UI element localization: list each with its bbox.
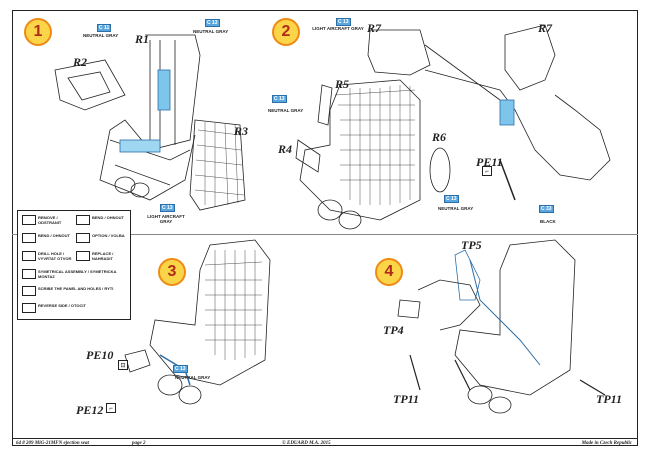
reverse-side-icon — [22, 303, 36, 313]
color-code-badge: C 33 — [539, 205, 554, 213]
part-pe11: PE11 — [476, 155, 503, 169]
part-r4: R4 — [278, 142, 293, 156]
remove-icon — [22, 215, 36, 225]
option-icon — [76, 233, 90, 243]
part-pe10: PE10 — [86, 348, 114, 362]
part-r3: R3 — [234, 124, 249, 138]
part-tp5: TP5 — [461, 238, 482, 252]
legend-symmetrical: SYMETRICAL ASSEMBLY / SYMETRICKA MONTAZ — [38, 269, 117, 279]
color-label: NEUTRAL GRAY — [175, 375, 211, 380]
color-label: NEUTRAL GRAY — [438, 206, 474, 211]
legend-reverse-side: REVERSE SIDE / OTOCIT — [38, 303, 86, 308]
bend-icon: ⌐ — [106, 403, 116, 413]
legend-drill-hole: DRILL HOLE / VYVRTAT OTVOR — [38, 251, 72, 261]
color-label: NEUTRAL GRAY — [83, 33, 119, 38]
step-1-marker: 1 — [24, 18, 52, 46]
color-label: LIGHT AIRCRAFT GRAY — [147, 214, 185, 224]
legend-remove: REMOVE / ODSTRANIT — [38, 215, 62, 225]
scribe-icon — [22, 286, 36, 296]
part-tp11-right: TP11 — [596, 392, 622, 406]
part-tp11-left: TP11 — [393, 392, 419, 406]
bend-icon: ⌐ — [482, 166, 492, 176]
legend-scribe: SCRIBE THE PANEL AND HOLES / RYTI — [38, 286, 114, 291]
color-code-badge: C 13 — [173, 365, 188, 373]
footer-page: page 2 — [132, 441, 146, 446]
part-tp4: TP4 — [383, 323, 404, 337]
part-r7-step2: R7 — [367, 21, 382, 35]
symbol-legend: REMOVE / ODSTRANIT BEND / OHNOUT BEND / … — [17, 210, 131, 320]
color-label: NEUTRAL GRAY — [268, 108, 304, 113]
replace-icon — [76, 251, 90, 261]
symmetrical-icon — [22, 269, 36, 279]
part-r1: R1 — [135, 32, 150, 46]
step-3-marker: 3 — [158, 258, 186, 286]
color-code-badge: C 13 — [205, 19, 220, 27]
bend-icon — [22, 233, 36, 243]
panel-divider — [12, 234, 638, 235]
color-label: LIGHT AIRCRAFT GRAY — [312, 26, 364, 31]
footer-made-in: Made in Czech Republic — [581, 441, 632, 446]
part-r5: R5 — [335, 77, 350, 91]
part-pe12: PE12 — [76, 403, 104, 417]
bend-icon — [76, 215, 90, 225]
step-4-marker: 4 — [375, 258, 403, 286]
legend-option: OPTION / VOLBA — [92, 233, 125, 238]
color-code-badge: C 13 — [336, 18, 351, 26]
reverse-side-icon: ⊡ — [118, 360, 128, 370]
legend-bend: BEND / OHNOUT — [92, 215, 124, 220]
part-r6: R6 — [432, 130, 447, 144]
color-code-badge: C 13 — [444, 195, 459, 203]
footer-copyright: © EDUARD M.A. 2015 — [282, 441, 331, 446]
footer-product: 64 8 209 MiG-21MFN ejection seat — [16, 441, 89, 446]
color-code-badge: C 13 — [160, 204, 175, 212]
drill-hole-icon — [22, 251, 36, 261]
legend-replace: REPLACE / NAHRADIT — [92, 251, 114, 261]
step-2-marker: 2 — [272, 18, 300, 46]
color-label: NEUTRAL GRAY — [193, 29, 229, 34]
footer: 64 8 209 MiG-21MFN ejection seat page 2 … — [12, 438, 638, 448]
color-label: BLACK — [540, 219, 556, 224]
part-r7-detail: R7 — [538, 21, 553, 35]
color-code-badge: C 11 — [97, 24, 112, 32]
part-r2: R2 — [73, 55, 88, 69]
legend-bend-2: BEND / OHNOUT — [38, 233, 70, 238]
color-code-badge: C 13 — [272, 95, 287, 103]
